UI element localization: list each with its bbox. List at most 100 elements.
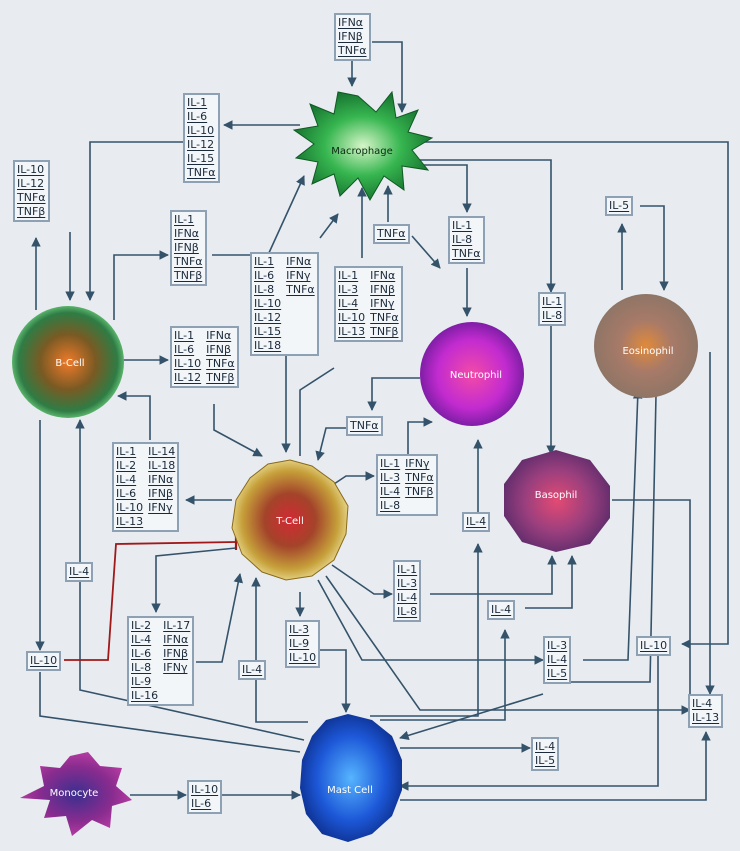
cytokine-label: IL-10 xyxy=(30,654,58,667)
cytokine-label: TNFβ xyxy=(174,269,203,282)
cytokine-label: IL-4 xyxy=(535,740,556,753)
cytokine-label: IL-4 xyxy=(116,473,137,486)
arrow-tcell-to-il2 xyxy=(151,547,237,613)
cytokine-label: IFNβ xyxy=(370,283,395,296)
basophil-cell: Basophil xyxy=(504,450,610,552)
arrow-il5-to-eos xyxy=(640,205,669,291)
cytokine-label: IFNα xyxy=(370,269,396,282)
bcell-label: B-Cell xyxy=(55,358,84,369)
cytokine-label: IL-10 xyxy=(640,639,668,652)
arrow-ifn-to-mac xyxy=(372,41,407,113)
cytokine-label: IFNα xyxy=(286,255,312,268)
monocyte-cell: Monocyte xyxy=(20,752,132,836)
cytokine-label: IL-3 xyxy=(338,283,359,296)
cytokine-label: IL-8 xyxy=(380,499,401,512)
cytokine-label: IL-10 xyxy=(191,783,219,796)
il4-bcell-box: IL-4 xyxy=(65,562,94,582)
cytokine-label: TNFα xyxy=(338,44,367,57)
cytokine-label: IFNα xyxy=(174,227,200,240)
arrow-tcell-to-il1-8 xyxy=(331,564,393,599)
il10-bcell-box: IL-10 xyxy=(26,651,62,671)
cytokine-label: TNFβ xyxy=(206,371,235,384)
cytokine-label: TNFα xyxy=(187,166,216,179)
tcell-cell: T-Cell xyxy=(231,459,349,581)
cytokine-label: TNFα xyxy=(452,247,481,260)
arrow-il-to-bcell xyxy=(85,141,183,301)
cytokine-label: IL-8 xyxy=(542,309,563,322)
cytokine-label: IL-1 xyxy=(452,219,473,232)
line-il10-to-mast xyxy=(39,672,301,753)
arrow-neu-to-tnfb xyxy=(367,377,420,411)
cytokine-label: IFNα xyxy=(163,633,189,646)
arrow-mac-to-tcell-box xyxy=(319,213,339,239)
cytokine-label: IL-12 xyxy=(174,371,202,384)
arrow-il1-3-to-neu xyxy=(407,417,433,456)
cytokine-label: IFNβ xyxy=(174,241,199,254)
cytokine-label: IL-4 xyxy=(69,565,90,578)
cytokine-label: IL-10 xyxy=(338,311,366,324)
tcell-label: T-Cell xyxy=(275,516,304,527)
neutrophil-label: Neutrophil xyxy=(450,370,502,381)
cytokine-label: IFNγ xyxy=(405,457,430,470)
cytokine-label: TNFα xyxy=(174,255,203,268)
line-tcell-to-box xyxy=(299,367,335,456)
monocyte-label: Monocyte xyxy=(50,788,99,799)
cytokine-label: IL-17 xyxy=(163,619,191,632)
cytokine-label: IL-3 xyxy=(289,623,310,636)
cytokine-label: IL-10 xyxy=(116,501,144,514)
cytokine-label: IL-8 xyxy=(254,283,275,296)
line-mast-to-il4 xyxy=(255,680,308,723)
cytokine-label: IL-6 xyxy=(191,797,212,810)
macrophage-cell: Macrophage xyxy=(292,90,434,202)
cytokine-label: TNFβ xyxy=(405,485,434,498)
cytokine-label: IL-4 xyxy=(466,515,487,528)
arrow-il3-to-eos xyxy=(583,389,643,661)
cytokine-label: IFNβ xyxy=(206,343,231,356)
cytokine-label: IL-4 xyxy=(131,633,152,646)
cytokine-label: IL-8 xyxy=(452,233,473,246)
cytokine-label: IL-16 xyxy=(131,689,159,702)
cytokine-label: IL-2 xyxy=(116,459,137,472)
arrow-mast-to-il4-baso xyxy=(380,629,510,721)
arrow-il4-to-baso xyxy=(525,555,577,609)
cytokine-label: IL-10 xyxy=(289,651,317,664)
arrow-il3-10-to-mast xyxy=(320,649,351,713)
cytokine-label: IL-10 xyxy=(17,163,45,176)
cytokine-label: TNFα xyxy=(405,471,434,484)
connector-lines xyxy=(31,38,729,801)
cytokine-label: IL-4 xyxy=(338,297,359,310)
cytokine-label: IFNβ xyxy=(163,647,188,660)
cytokine-label: IL-9 xyxy=(289,637,310,650)
cytokine-label: IL-4 xyxy=(547,653,568,666)
cytokine-label: IFNα xyxy=(338,16,364,29)
arrow-mac-to-il1-8b xyxy=(420,159,556,293)
arrow-il1-8-to-baso xyxy=(430,555,557,595)
arrow-mast-to-il4-13 xyxy=(400,731,711,801)
cytokine-label: IL-3 xyxy=(380,471,401,484)
il4-tcell-box: IL-4 xyxy=(238,660,267,680)
arrow-neu-to-tnf xyxy=(411,235,441,269)
cytokine-label: IL-4 xyxy=(491,603,512,616)
arrow-ifn-to-mac2 xyxy=(212,175,305,256)
cytokine-label: IFNγ xyxy=(286,269,311,282)
cytokine-label: IL-4 xyxy=(397,591,418,604)
cytokine-label: IL-1 xyxy=(338,269,359,282)
